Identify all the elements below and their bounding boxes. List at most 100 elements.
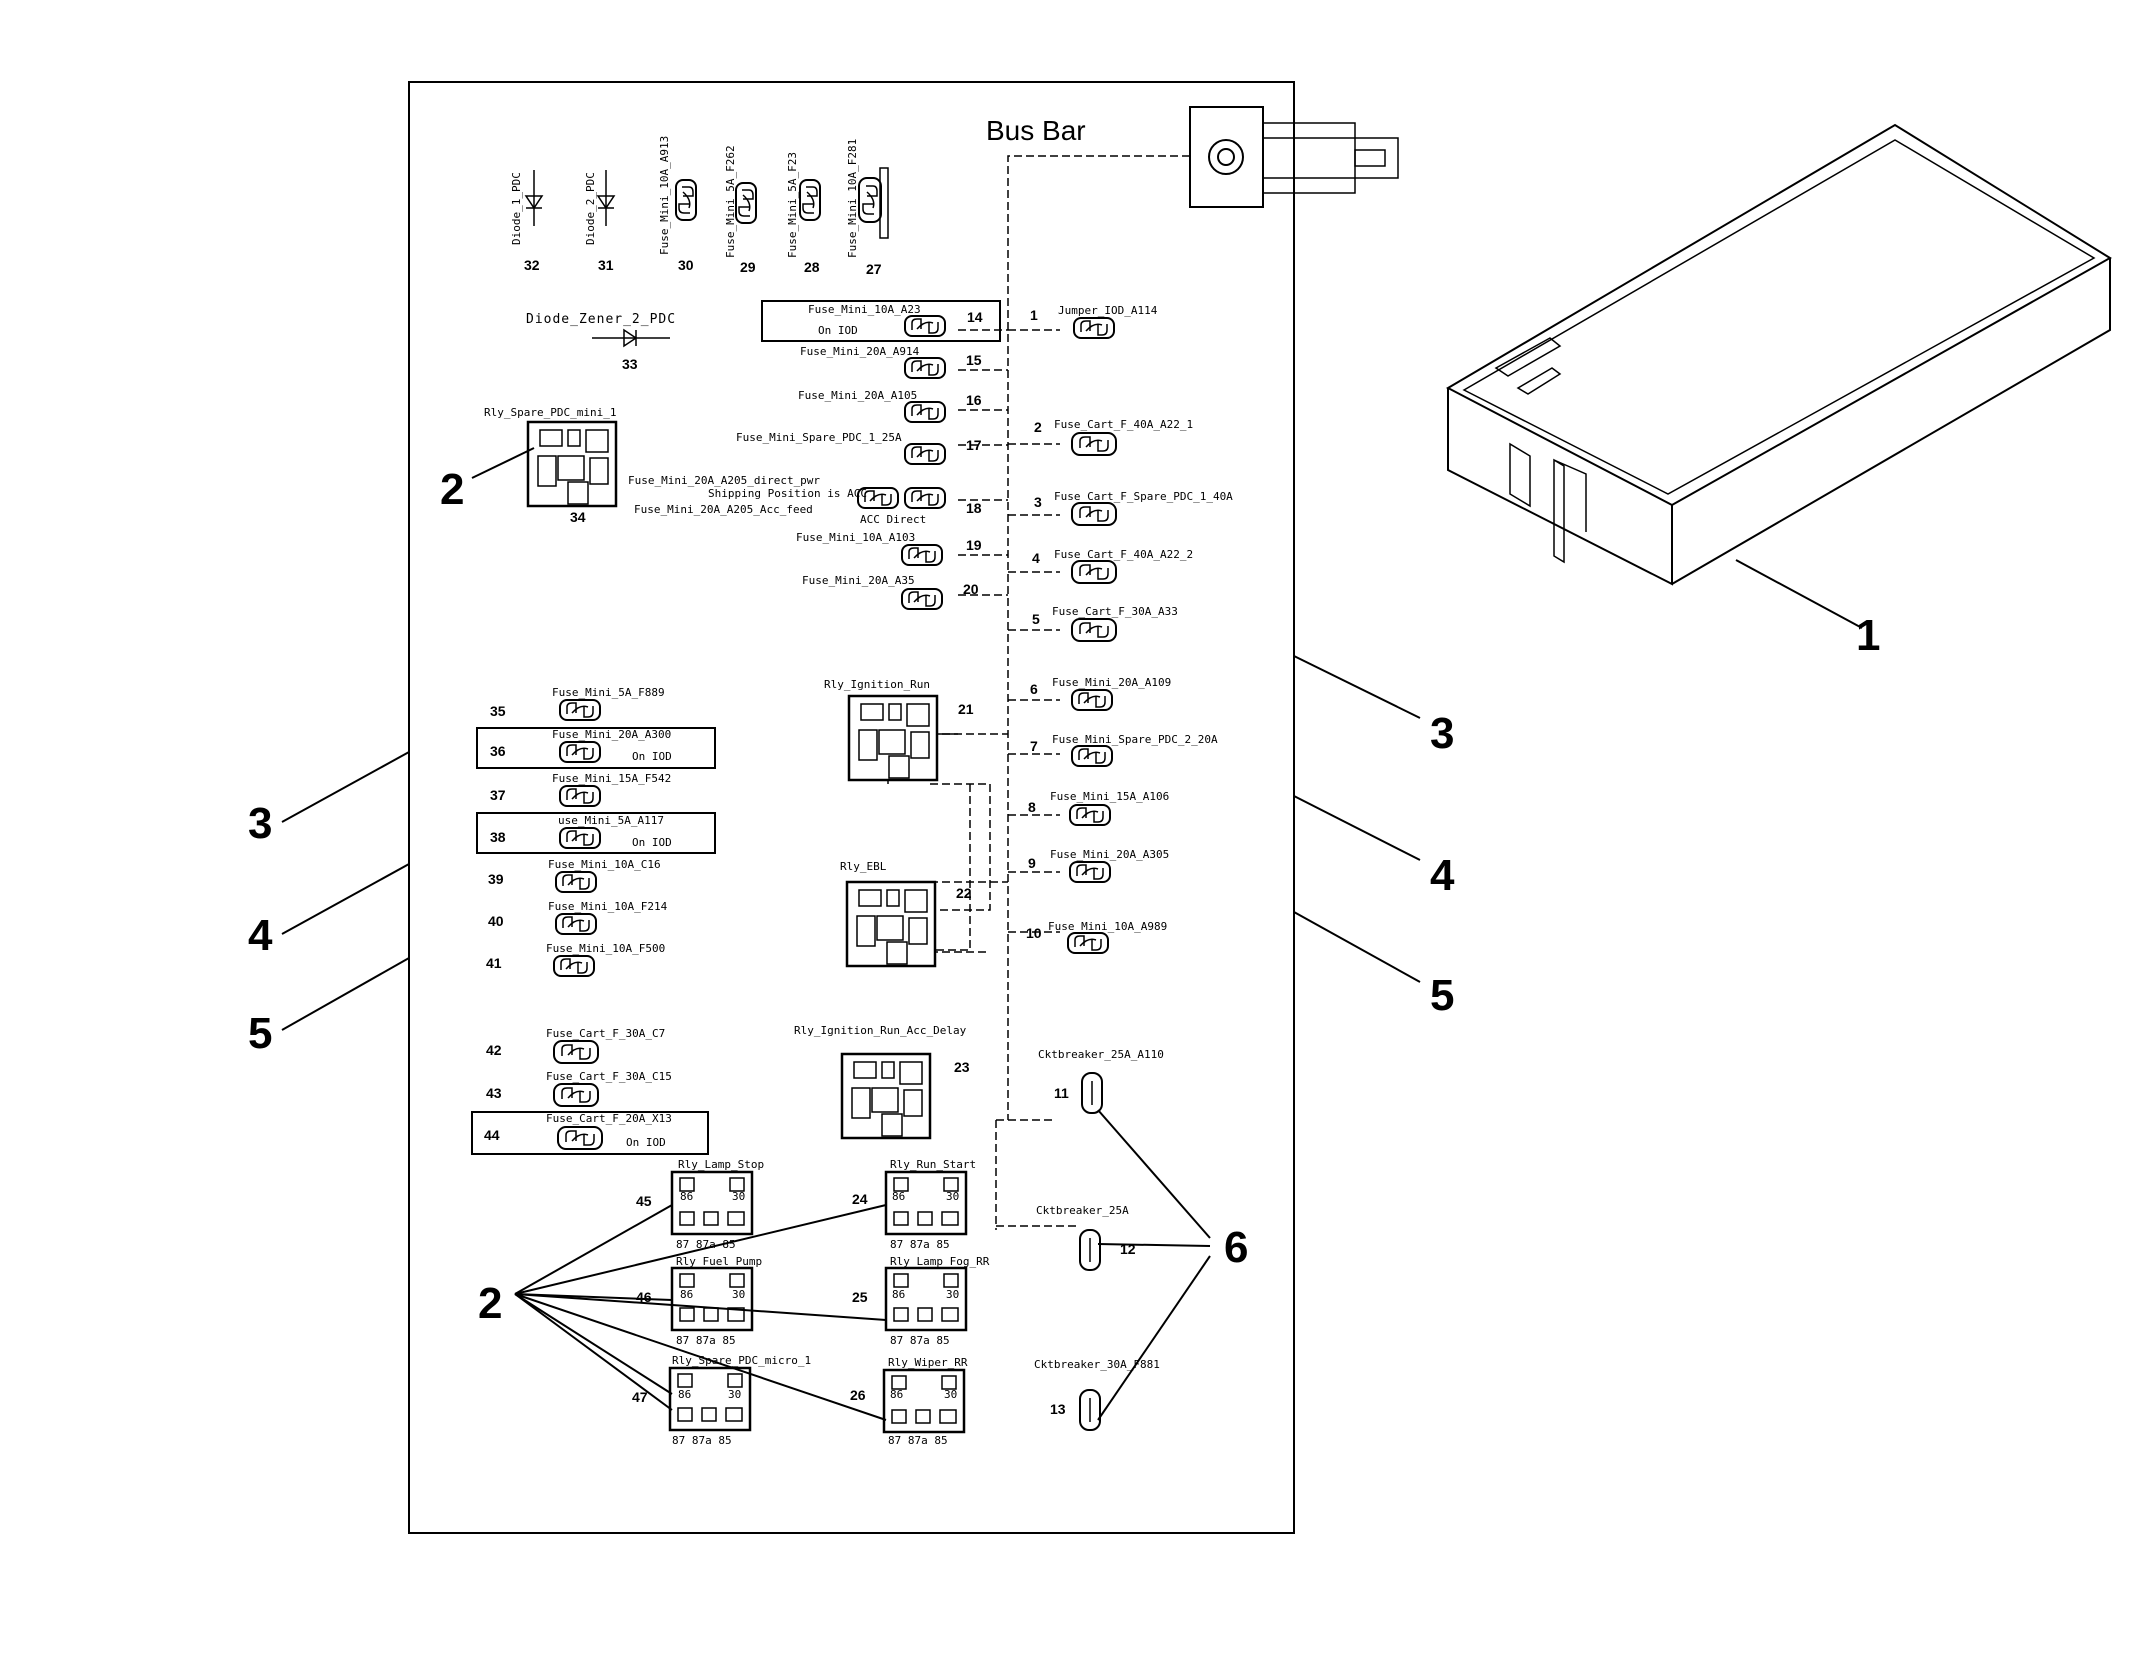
svg-text:Fuse_Mini_10A_C16: Fuse_Mini_10A_C16: [548, 858, 661, 871]
svg-text:Diode_Zener_2_PDC: Diode_Zener_2_PDC: [526, 312, 676, 327]
fuse-30-num: 30: [678, 257, 694, 273]
svg-text:86: 86: [892, 1190, 905, 1203]
svg-text:Rly_Ignition_Run_Acc_Delay: Rly_Ignition_Run_Acc_Delay: [794, 1024, 967, 1037]
svg-text:use_Mini_5A_A117: use_Mini_5A_A117: [558, 814, 664, 827]
svg-text:87 87a 85: 87 87a 85: [890, 1334, 950, 1347]
svg-text:86: 86: [890, 1388, 903, 1401]
fuse-27-label: Fuse_Mini_10A_F281: [846, 139, 859, 258]
svg-text:Rly_Run_Start: Rly_Run_Start: [890, 1158, 976, 1171]
svg-text:Fuse_Mini_15A_F542: Fuse_Mini_15A_F542: [552, 772, 671, 785]
svg-text:Rly_Ignition_Run: Rly_Ignition_Run: [824, 678, 930, 691]
left-fuses: 35 Fuse_Mini_5A_F889 36 Fuse_Mini_20A_A3…: [471, 686, 716, 1155]
diode-2-label: Diode_2_PDC: [584, 172, 597, 245]
callout-leaders: [281, 447, 1421, 1421]
svg-text:Fuse_Mini_20A_A305: Fuse_Mini_20A_A305: [1050, 848, 1169, 861]
callout-5-right: 5: [1430, 971, 1454, 1020]
svg-text:Fuse_Mini_5A_F889: Fuse_Mini_5A_F889: [552, 686, 665, 699]
svg-text:86: 86: [892, 1288, 905, 1301]
svg-text:Fuse_Mini_Spare_PDC_2_20A: Fuse_Mini_Spare_PDC_2_20A: [1052, 733, 1218, 746]
svg-text:On IOD: On IOD: [632, 836, 672, 849]
svg-text:4: 4: [1032, 550, 1040, 566]
svg-text:Fuse_Cart_F_30A_C15: Fuse_Cart_F_30A_C15: [546, 1070, 672, 1083]
fuse-29-label: Fuse_Mini_5A_F262: [724, 145, 737, 258]
right-fuses: 1 Jumper_IOD_A114 2 Fuse_Cart_F_40A_A22_…: [1026, 304, 1233, 954]
svg-text:1: 1: [1030, 307, 1038, 323]
circuit-breakers: Cktbreaker_25A_A110 11 Cktbreaker_25A 12…: [1034, 1048, 1164, 1431]
callout-numbers: 1 2 2 3 3 4 4 5 5 6: [248, 465, 1880, 1328]
svg-text:11: 11: [1054, 1085, 1069, 1101]
svg-text:30: 30: [944, 1388, 957, 1401]
svg-text:30: 30: [732, 1190, 745, 1203]
svg-text:Cktbreaker_25A: Cktbreaker_25A: [1036, 1204, 1129, 1217]
bus-wiring: [890, 155, 1190, 1230]
callout-3-right: 3: [1430, 709, 1454, 758]
svg-text:33: 33: [622, 356, 638, 372]
svg-text:Fuse_Cart_F_20A_X13: Fuse_Cart_F_20A_X13: [546, 1112, 672, 1125]
center-relays: Rly_Ignition_Run 21 Rly_EBL 22 Rly_Ignit…: [794, 678, 974, 1140]
svg-text:30: 30: [946, 1190, 959, 1203]
svg-text:40: 40: [488, 913, 504, 929]
svg-text:Fuse_Mini_20A_A205_Acc_feed: Fuse_Mini_20A_A205_Acc_feed: [634, 503, 813, 516]
relay-45: Rly_Lamp_Stop 45 86 30 87 87a 85: [636, 1158, 764, 1251]
panel-outline: [408, 81, 1295, 1534]
svg-text:86: 86: [680, 1288, 693, 1301]
callout-1: 1: [1856, 611, 1880, 660]
svg-text:30: 30: [728, 1388, 741, 1401]
svg-text:41: 41: [486, 955, 502, 971]
svg-text:86: 86: [680, 1190, 693, 1203]
svg-text:87 87a 85: 87 87a 85: [890, 1238, 950, 1251]
svg-text:46: 46: [636, 1289, 652, 1305]
pdc-module-illustration: [1445, 123, 2112, 629]
diode-1-label: Diode_1_PDC: [510, 172, 523, 245]
panel-title: Bus Bar: [986, 115, 1086, 146]
svg-text:9: 9: [1028, 855, 1036, 871]
svg-text:6: 6: [1030, 681, 1038, 697]
svg-text:Rly_Lamp_Fog_RR: Rly_Lamp_Fog_RR: [890, 1255, 990, 1268]
svg-text:Shipping Position is ACC: Shipping Position is ACC: [708, 487, 867, 500]
svg-text:87 87a 85: 87 87a 85: [676, 1334, 736, 1347]
svg-text:Cktbreaker_30A_F881: Cktbreaker_30A_F881: [1034, 1358, 1160, 1371]
callout-2-top: 2: [440, 465, 464, 514]
svg-text:30: 30: [732, 1288, 745, 1301]
svg-text:14: 14: [967, 309, 983, 325]
svg-text:Rly_Lamp_Stop: Rly_Lamp_Stop: [678, 1158, 764, 1171]
svg-text:86: 86: [678, 1388, 691, 1401]
callout-5-left: 5: [248, 1009, 272, 1058]
svg-text:12: 12: [1120, 1241, 1136, 1257]
fuse-28-num: 28: [804, 259, 820, 275]
svg-text:Fuse_Cart_F_40A_A22_2: Fuse_Cart_F_40A_A22_2: [1054, 548, 1193, 561]
diode-1-num: 32: [524, 257, 540, 273]
svg-text:Fuse_Mini_10A_F214: Fuse_Mini_10A_F214: [548, 900, 668, 913]
relay-47: Rly_Spare_PDC_micro_1 47 86 30 87 87a 85: [632, 1354, 811, 1447]
svg-text:Rly_Spare_PDC_mini_1: Rly_Spare_PDC_mini_1: [484, 406, 616, 419]
svg-text:39: 39: [488, 871, 504, 887]
svg-text:Rly_EBL: Rly_EBL: [840, 860, 887, 873]
svg-text:21: 21: [958, 701, 974, 717]
svg-text:Fuse_Cart_F_40A_A22_1: Fuse_Cart_F_40A_A22_1: [1054, 418, 1193, 431]
svg-text:Fuse_Mini_10A_A989: Fuse_Mini_10A_A989: [1048, 920, 1167, 933]
relay-46: Rly_Fuel_Pump 46 86 30 87 87a 85: [636, 1255, 762, 1347]
svg-text:Fuse_Cart_F_30A_C7: Fuse_Cart_F_30A_C7: [546, 1027, 665, 1040]
svg-text:5: 5: [1032, 611, 1040, 627]
svg-text:3: 3: [1034, 494, 1042, 510]
fuse-29-num: 29: [740, 259, 756, 275]
svg-text:Fuse_Mini_10A_A103: Fuse_Mini_10A_A103: [796, 531, 915, 544]
svg-text:Fuse_Mini_10A_A23: Fuse_Mini_10A_A23: [808, 303, 921, 316]
svg-text:Fuse_Mini_20A_A914: Fuse_Mini_20A_A914: [800, 345, 920, 358]
svg-text:43: 43: [486, 1085, 502, 1101]
svg-text:15: 15: [966, 352, 982, 368]
svg-text:38: 38: [490, 829, 506, 845]
svg-text:Fuse_Mini_20A_A109: Fuse_Mini_20A_A109: [1052, 676, 1171, 689]
relay-25: Rly_Lamp_Fog_RR 25 86 30 87 87a 85: [852, 1255, 990, 1347]
callout-3-left: 3: [248, 799, 272, 848]
callout-2-bottom: 2: [478, 1279, 502, 1328]
svg-text:47: 47: [632, 1389, 648, 1405]
svg-text:22: 22: [956, 885, 972, 901]
svg-text:87 87a 85: 87 87a 85: [888, 1434, 948, 1447]
callout-6: 6: [1224, 1223, 1248, 1272]
svg-text:Rly_Fuel_Pump: Rly_Fuel_Pump: [676, 1255, 762, 1268]
svg-text:Jumper_IOD_A114: Jumper_IOD_A114: [1058, 304, 1158, 317]
relay-26: Rly_Wiper_RR 26 86 30 87 87a 85: [850, 1356, 968, 1447]
bus-bar-stud: [1189, 106, 1399, 208]
